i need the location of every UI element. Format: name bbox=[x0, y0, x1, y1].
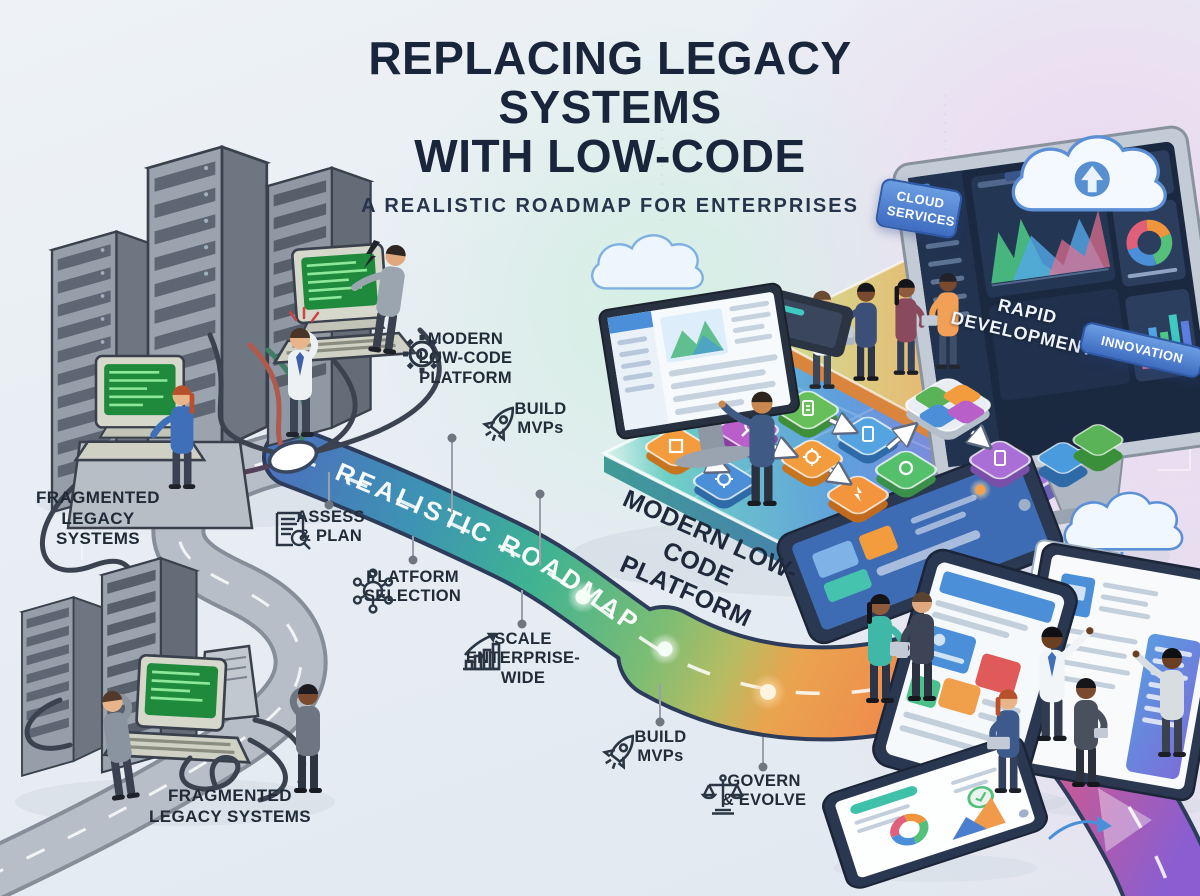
platform-tablet bbox=[776, 445, 1064, 645]
milestone-assess-plan: ASSESS & PLAN bbox=[268, 508, 393, 550]
stacked-cubes bbox=[1037, 424, 1124, 488]
dashboard-monitor bbox=[892, 125, 1200, 528]
rocket-icon bbox=[601, 734, 634, 770]
presenter-person bbox=[718, 391, 777, 507]
milestone-platform-selection: PLATFORM SELECTION bbox=[350, 568, 475, 614]
growth-sketch-arrow bbox=[1048, 816, 1112, 840]
demo-monitor bbox=[598, 282, 800, 468]
rocket-icon bbox=[481, 406, 514, 442]
milestone-dots bbox=[324, 433, 768, 772]
milestone-build-mvps-2: BUILD MVPs bbox=[598, 728, 723, 770]
title-block: REPLACING LEGACY SYSTEMS WITH LOW-CODE A… bbox=[260, 32, 960, 218]
legacy-people bbox=[102, 245, 406, 801]
label-fragmented-legacy-bottom: FRAGMENTED LEGACY SYSTEMS bbox=[148, 786, 312, 826]
milestone-build-mvps-1: BUILD MVPs bbox=[478, 400, 603, 442]
milestone-govern-evolve: GOVERN & EVOLVE bbox=[700, 772, 828, 815]
road-start-node bbox=[267, 440, 319, 474]
label-fragmented-legacy-top: FRAGMENTED LEGACY SYSTEMS bbox=[36, 488, 160, 549]
title-line-1: REPLACING LEGACY SYSTEMS bbox=[368, 32, 852, 134]
flat-tablet-charts bbox=[822, 735, 1048, 889]
cloud-upload-icon bbox=[1011, 135, 1167, 212]
balance-scales-icon bbox=[700, 774, 746, 815]
legacy-terminal-2 bbox=[66, 354, 254, 530]
document-magnifier-icon bbox=[275, 511, 311, 550]
modern-people bbox=[866, 592, 1186, 793]
growth-chart-icon bbox=[463, 632, 501, 671]
milestone-modern-low-code-platform: MODERN LOW-CODE PLATFORM bbox=[398, 330, 533, 388]
milestone-connectors bbox=[328, 438, 764, 767]
road-glow-dots bbox=[567, 581, 786, 710]
workflow-blocks bbox=[644, 378, 1124, 523]
subtitle: A REALISTIC ROADMAP FOR ENTERPRISES bbox=[361, 194, 859, 217]
network-hub-icon bbox=[352, 568, 394, 614]
title-line-2: WITH LOW-CODE bbox=[414, 130, 806, 183]
road-direction-arrow bbox=[1098, 788, 1152, 852]
milestone-scale-enterprise-wide: SCALE ENTERPRISE- WIDE bbox=[458, 630, 588, 688]
gear-icon bbox=[403, 335, 441, 373]
